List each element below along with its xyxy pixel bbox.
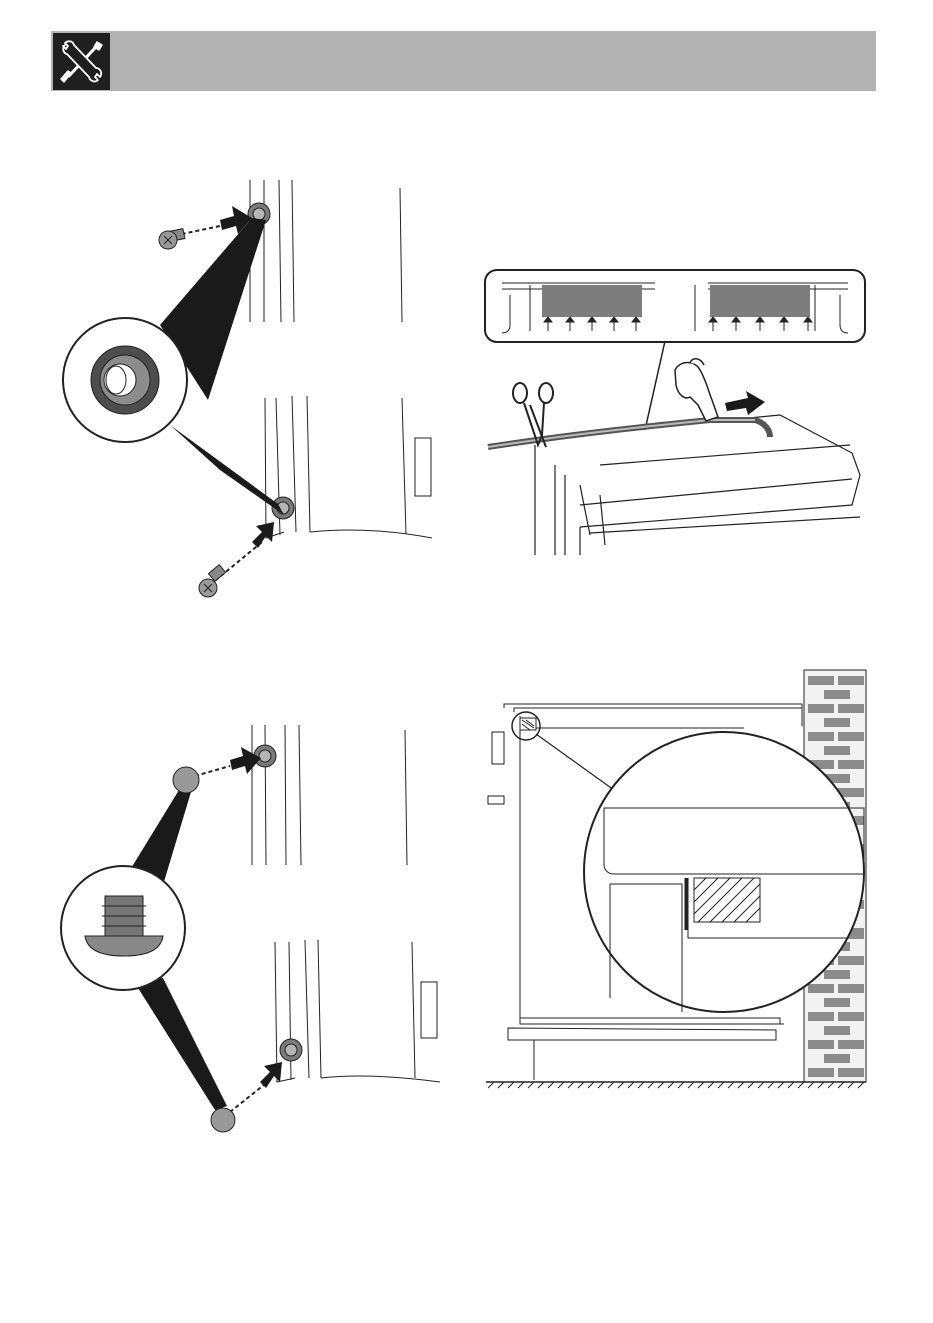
tools-icon <box>53 33 110 90</box>
floor-line <box>486 1082 866 1088</box>
section-header-bar <box>51 31 876 91</box>
seal-detail-box <box>485 270 865 342</box>
magnified-screw-hole <box>63 318 187 442</box>
fig-cover-caps <box>55 720 450 1140</box>
fig-screw-fixing <box>60 170 450 610</box>
magnified-cover-cap <box>61 866 185 990</box>
magnified-gap-detail <box>584 732 864 1012</box>
zoom-cone-lower <box>170 425 284 515</box>
fig-seal-strip <box>480 265 870 560</box>
hand-icon <box>675 359 718 421</box>
pull-arrow-icon <box>725 391 765 415</box>
cap-hole-lower <box>280 1039 302 1061</box>
fig-wall-clearance <box>484 668 868 1093</box>
tools-badge <box>53 33 110 90</box>
screw-icon-lower <box>199 522 274 597</box>
cap-icon <box>173 747 261 793</box>
zoom-target <box>512 712 540 740</box>
